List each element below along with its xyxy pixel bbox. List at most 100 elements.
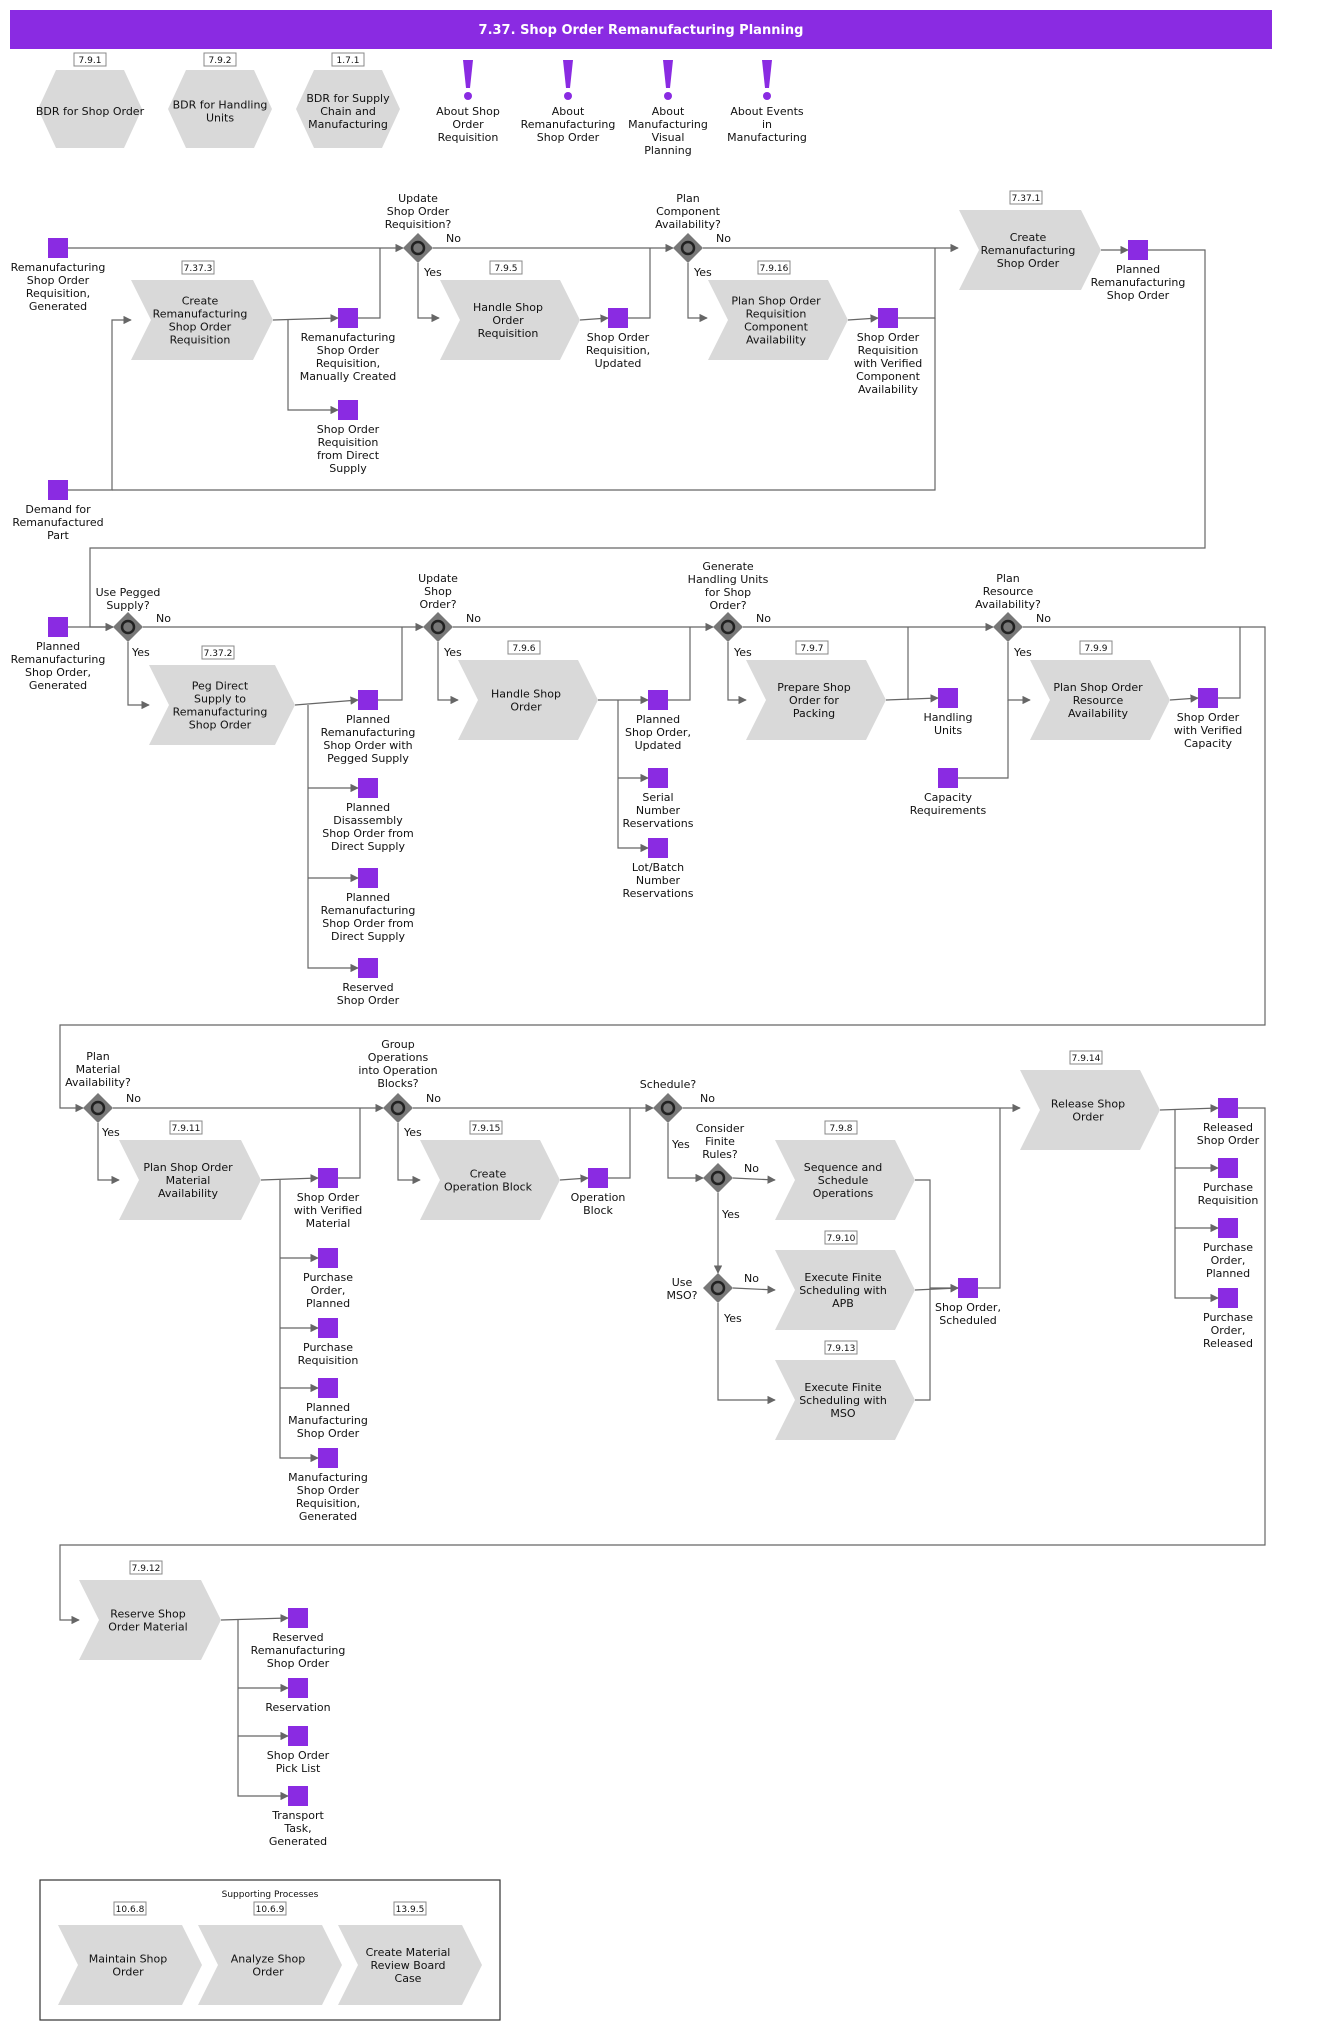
event-square[interactable] [318, 1318, 338, 1338]
event-square[interactable] [48, 238, 68, 258]
info-exclamation-icon[interactable] [463, 60, 473, 88]
event-square[interactable] [358, 868, 378, 888]
gateway-diamond[interactable] [703, 1163, 733, 1193]
event-square[interactable] [318, 1248, 338, 1268]
event-square[interactable] [878, 308, 898, 328]
flow-connector [617, 700, 649, 853]
event-square[interactable] [318, 1168, 338, 1188]
event-square[interactable] [938, 688, 958, 708]
branch-label: Yes [443, 646, 462, 659]
process-step[interactable] [420, 1140, 560, 1220]
event-label: Shop Order,Scheduled [935, 1301, 1001, 1327]
supporting-processes-title: Supporting Processes [222, 1890, 319, 1900]
gateway-circle [430, 619, 446, 635]
gateway-diamond[interactable] [653, 1093, 683, 1123]
event-square[interactable] [318, 1448, 338, 1468]
branch-label: No [126, 1092, 141, 1105]
event-square[interactable] [358, 690, 378, 710]
gateway-circle [680, 240, 696, 256]
process-id-tag [129, 1560, 163, 1575]
bdr-reference[interactable] [38, 70, 142, 148]
supporting-process-step[interactable] [58, 1925, 202, 2005]
process-step[interactable] [79, 1580, 221, 1660]
flow-connector [1169, 694, 1199, 703]
flow-connector [898, 248, 936, 319]
process-id-tag [1009, 190, 1043, 205]
event-square[interactable] [358, 958, 378, 978]
gateway-diamond[interactable] [713, 612, 743, 642]
event-square[interactable] [1218, 1098, 1238, 1118]
process-step[interactable] [458, 660, 598, 740]
flow-connector [732, 1175, 776, 1184]
event-square[interactable] [938, 768, 958, 788]
flow-connector [112, 318, 936, 491]
process-step[interactable] [119, 1140, 261, 1220]
process-step[interactable] [1030, 660, 1170, 740]
gateway-diamond[interactable] [113, 612, 143, 642]
event-square[interactable] [648, 838, 668, 858]
info-exclamation-icon[interactable] [563, 60, 573, 88]
gateway-diamond[interactable] [383, 1093, 413, 1123]
gateway-diamond[interactable] [993, 612, 1023, 642]
supporting-process-step[interactable] [338, 1925, 482, 2005]
event-square[interactable] [1128, 240, 1148, 260]
gateway-diamond[interactable] [673, 233, 703, 263]
event-square[interactable] [288, 1786, 308, 1806]
process-id: 7.9.5 [495, 264, 518, 274]
process-step[interactable] [775, 1250, 915, 1330]
event-square[interactable] [1218, 1158, 1238, 1178]
process-step[interactable] [708, 280, 848, 360]
process-id-tag [113, 1901, 147, 1916]
process-step[interactable] [1020, 1070, 1160, 1150]
process-step[interactable] [746, 660, 886, 740]
gateway-diamond[interactable] [83, 1093, 113, 1123]
event-square[interactable] [1218, 1288, 1238, 1308]
event-square[interactable] [648, 768, 668, 788]
gateway-diamond[interactable] [703, 1273, 733, 1303]
event-square[interactable] [48, 480, 68, 500]
event-square[interactable] [288, 1608, 308, 1628]
event-square[interactable] [958, 1278, 978, 1298]
process-id-tag [757, 260, 791, 275]
event-square[interactable] [358, 778, 378, 798]
process-step[interactable] [959, 210, 1101, 290]
event-square[interactable] [1218, 1218, 1238, 1238]
info-exclamation-icon[interactable] [663, 60, 673, 88]
supporting-process-step[interactable] [198, 1925, 342, 2005]
bdr-reference[interactable] [168, 70, 272, 148]
info-exclamation-icon[interactable] [762, 60, 772, 88]
event-square[interactable] [338, 308, 358, 328]
branch-label: No [446, 232, 461, 245]
event-square[interactable] [318, 1378, 338, 1398]
event-square[interactable] [588, 1168, 608, 1188]
bdr-reference[interactable] [296, 70, 400, 148]
event-square[interactable] [338, 400, 358, 420]
event-square[interactable] [288, 1726, 308, 1746]
process-step[interactable] [131, 280, 273, 360]
flow-connector [915, 1288, 931, 1401]
event-square[interactable] [1198, 688, 1218, 708]
process-step[interactable] [775, 1360, 915, 1440]
event-square[interactable] [648, 690, 668, 710]
gateway-diamond[interactable] [423, 612, 453, 642]
process-step[interactable] [775, 1140, 915, 1220]
event-square[interactable] [288, 1678, 308, 1698]
event-square[interactable] [48, 617, 68, 637]
event-square[interactable] [608, 308, 628, 328]
process-step[interactable] [149, 665, 295, 745]
process-step[interactable] [440, 280, 580, 360]
gateway-diamond[interactable] [403, 233, 433, 263]
